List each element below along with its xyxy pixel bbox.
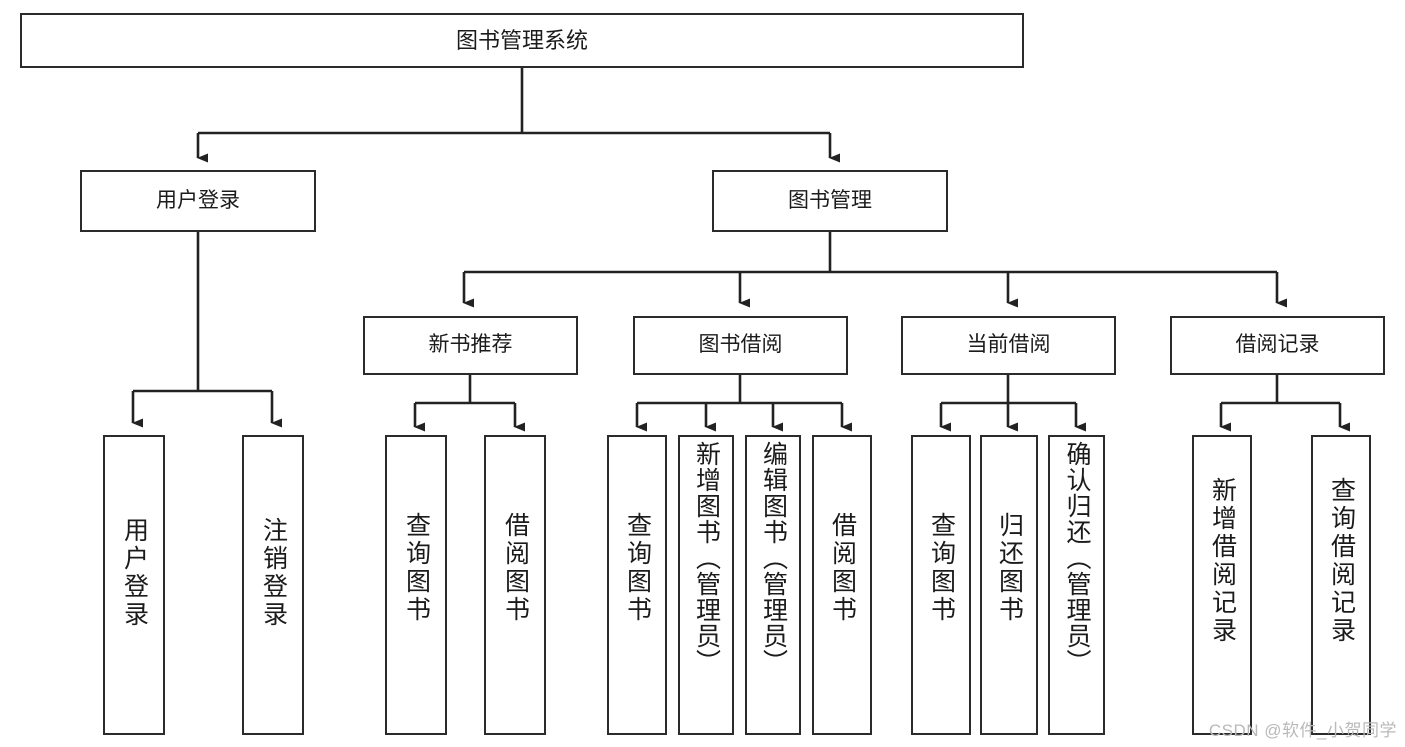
leaf-add-borrow-record[interactable]: 新增借阅记录	[1192, 435, 1252, 735]
leaf-edit-book[interactable]: 编辑图书（管理员）	[745, 435, 801, 735]
node-current-borrow[interactable]: 当前借阅	[901, 316, 1116, 375]
node-label: 图书管理系统	[455, 27, 588, 53]
node-label: 新增借阅记录	[1208, 477, 1237, 645]
leaf-user-logout[interactable]: 注销登录	[242, 435, 304, 735]
leaf-return-book[interactable]: 归还图书	[980, 435, 1038, 735]
node-label: 借阅记录	[1235, 333, 1320, 357]
node-label: 图书借阅	[698, 333, 783, 357]
node-label: 借阅图书	[501, 512, 530, 624]
leaf-confirm-return[interactable]: 确认归还（管理员）	[1048, 435, 1105, 735]
node-label: 新增图书（管理员）	[692, 441, 721, 675]
watermark-text: CSDN @软件_小贺同学	[1208, 721, 1397, 740]
node-root-system[interactable]: 图书管理系统	[20, 13, 1024, 68]
node-label: 图书管理	[788, 188, 872, 212]
leaf-query-book-borrow[interactable]: 查询图书	[607, 435, 667, 735]
node-label: 编辑图书（管理员）	[759, 441, 788, 675]
leaf-query-book-current[interactable]: 查询图书	[911, 435, 971, 735]
node-label: 借阅图书	[828, 512, 857, 624]
node-book-borrow[interactable]: 图书借阅	[633, 316, 848, 375]
node-new-book-recommend[interactable]: 新书推荐	[363, 316, 578, 375]
node-label: 归还图书	[995, 512, 1024, 624]
node-label: 新书推荐	[428, 333, 513, 357]
node-book-management[interactable]: 图书管理	[712, 170, 948, 232]
leaf-add-book[interactable]: 新增图书（管理员）	[678, 435, 734, 735]
node-label: 查询图书	[402, 512, 431, 624]
node-label: 用户登录	[156, 188, 240, 212]
leaf-borrow-book-recommend[interactable]: 借阅图书	[484, 435, 546, 735]
node-label: 查询借阅记录	[1327, 477, 1356, 645]
node-label: 确认归还（管理员）	[1063, 441, 1091, 675]
node-label: 查询图书	[623, 512, 652, 624]
node-label: 查询图书	[927, 512, 956, 624]
node-borrow-record[interactable]: 借阅记录	[1170, 316, 1385, 375]
node-label: 注销登录	[259, 517, 288, 629]
leaf-query-book-recommend[interactable]: 查询图书	[385, 435, 447, 735]
node-user-login[interactable]: 用户登录	[80, 170, 316, 232]
leaf-user-login[interactable]: 用户登录	[103, 435, 165, 735]
leaf-borrow-book-borrow[interactable]: 借阅图书	[812, 435, 872, 735]
leaf-query-borrow-record[interactable]: 查询借阅记录	[1311, 435, 1371, 735]
node-label: 用户登录	[120, 517, 149, 629]
node-label: 当前借阅	[966, 333, 1051, 357]
